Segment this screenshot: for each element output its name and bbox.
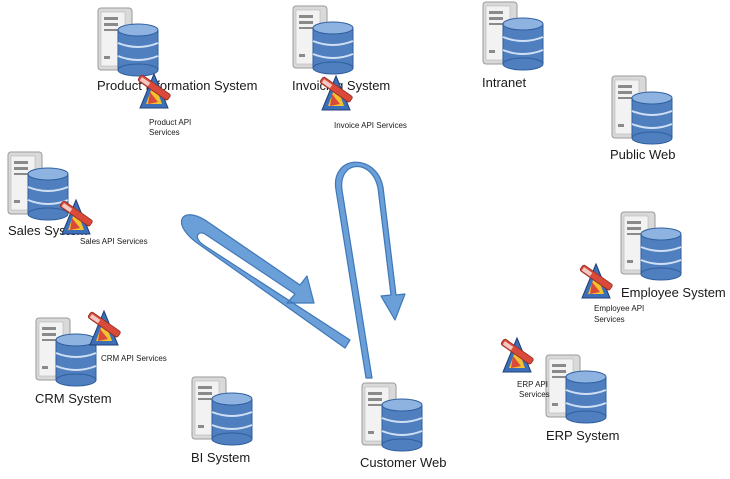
node-label: ERP System xyxy=(546,428,619,443)
server-database-icon xyxy=(620,211,682,281)
server-database-icon xyxy=(7,151,69,221)
node-public-web: Public Web xyxy=(610,75,676,162)
node-label: CRM System xyxy=(35,391,112,406)
api-service-icon xyxy=(87,310,122,346)
server-database-icon xyxy=(191,376,253,446)
node-employee-system: Employee System Employee API Services xyxy=(579,211,726,324)
api-label: Invoice API Services xyxy=(334,121,407,130)
node-bi-system: BI System xyxy=(191,376,253,465)
api-label-line2: Services xyxy=(594,315,625,324)
arrow-sales-to-customer-web xyxy=(181,214,351,349)
api-label: Sales API Services xyxy=(80,237,148,246)
node-customer-web: Customer Web xyxy=(360,382,446,470)
server-database-icon xyxy=(292,5,354,75)
node-erp-system: ERP System ERP API Services xyxy=(500,337,619,443)
api-service-icon xyxy=(579,263,614,299)
node-label: Public Web xyxy=(610,147,676,162)
node-crm-system: CRM System CRM API Services xyxy=(35,310,167,406)
arrow-invoicing-to-customer-web xyxy=(334,161,406,379)
server-database-icon xyxy=(611,75,673,145)
api-service-icon xyxy=(500,337,535,373)
node-label: Intranet xyxy=(482,75,526,90)
api-label-line1: ERP API xyxy=(517,380,548,389)
api-label-line1: Employee API xyxy=(594,304,644,313)
server-database-icon xyxy=(35,317,97,387)
server-database-icon xyxy=(97,7,159,77)
node-invoicing-system: Invoicing System Invoice API Services xyxy=(292,5,407,130)
node-label: BI System xyxy=(191,450,250,465)
server-database-icon xyxy=(361,382,423,452)
node-label: Product Information System xyxy=(97,78,257,93)
api-label: CRM API Services xyxy=(101,354,167,363)
node-sales-system: Sales System Sales API Services xyxy=(7,151,148,246)
node-label: Customer Web xyxy=(360,455,446,470)
api-label-line2: Services xyxy=(519,390,550,399)
server-database-icon xyxy=(482,1,544,71)
node-label: Employee System xyxy=(621,285,726,300)
node-intranet: Intranet xyxy=(482,1,544,90)
api-label-line2: Services xyxy=(149,128,180,137)
api-label-line1: Product API xyxy=(149,118,191,127)
node-label: Invoicing System xyxy=(292,78,390,93)
server-database-icon xyxy=(545,354,607,424)
node-product-information-system: Product Information System Product API S… xyxy=(97,7,257,137)
